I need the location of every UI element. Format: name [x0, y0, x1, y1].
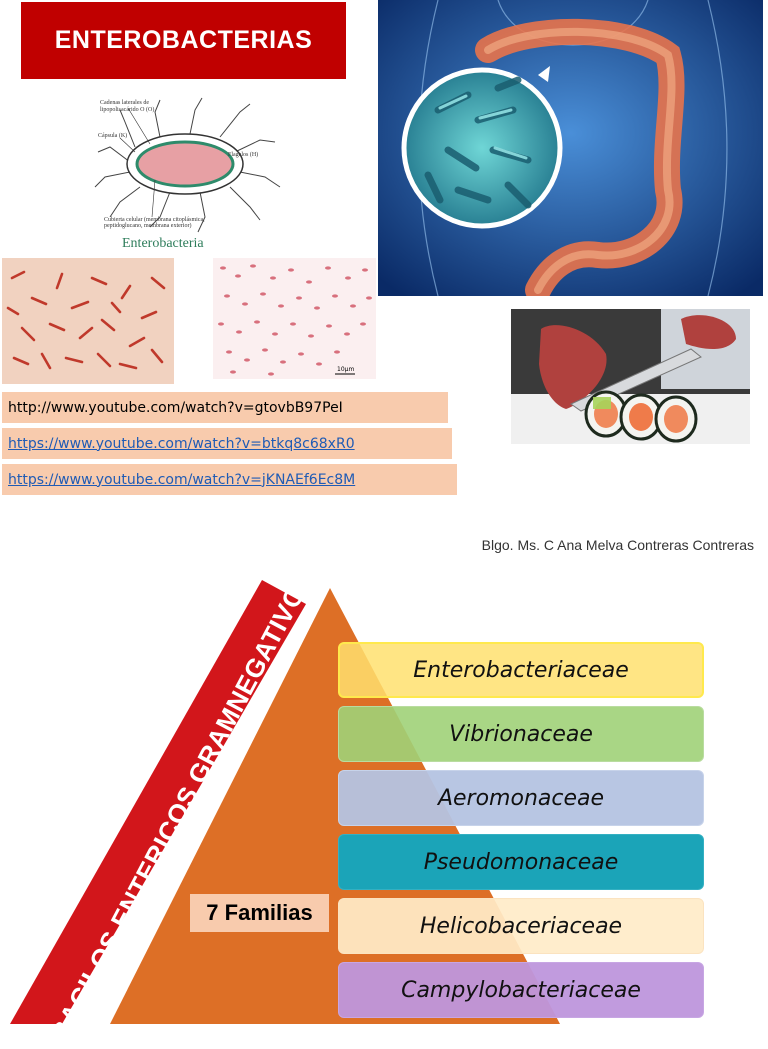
diagram-label: peptidoglucano, membrana exterior) [104, 222, 191, 229]
youtube-link-1[interactable]: http://www.youtube.com/watch?v=gtovbB97P… [2, 392, 448, 423]
families-count-label: 7 Familias [190, 894, 329, 932]
gram-stain-micrograph-image [2, 258, 174, 384]
diagram-caption: Enterobacteria [122, 236, 204, 251]
intestine-bacteria-image [378, 0, 763, 296]
family-box: Aeromonaceae [338, 770, 704, 826]
family-box: Pseudomonaceae [338, 834, 704, 890]
diagram-label: Flagelos (H) [228, 151, 258, 158]
diagram-label: Cubierta celular (membrana citoplásmica, [104, 216, 205, 223]
family-box: Enterobacteriaceae [338, 642, 704, 698]
enterobacteria-diagram: Cadenas laterales de lipopolisacárido O … [94, 97, 281, 251]
title-banner: ENTEROBACTERIAS [21, 2, 346, 79]
family-box: Helicobaceriaceae [338, 898, 704, 954]
family-box: Vibrionaceae [338, 706, 704, 762]
page-title: ENTEROBACTERIAS [54, 26, 313, 54]
diagram-label: Cápsula (K) [98, 132, 127, 139]
scale-bar-label: 10µm [337, 366, 354, 373]
author-credit: Blgo. Ms. C Ana Melva Contreras Contrera… [481, 537, 754, 553]
youtube-link-2[interactable]: https://www.youtube.com/watch?v=btkq8c68… [2, 428, 452, 459]
family-box: Campylobacteriaceae [338, 962, 704, 1018]
bacteria-smear-micrograph-image: 10µm [213, 258, 376, 379]
youtube-link-3[interactable]: https://www.youtube.com/watch?v=jKNAEf6E… [2, 464, 457, 495]
diagram-label: lipopolisacárido O (O) [100, 106, 154, 113]
sushi-preparation-image [511, 309, 750, 444]
diagram-label: Cadenas laterales de [100, 100, 149, 106]
